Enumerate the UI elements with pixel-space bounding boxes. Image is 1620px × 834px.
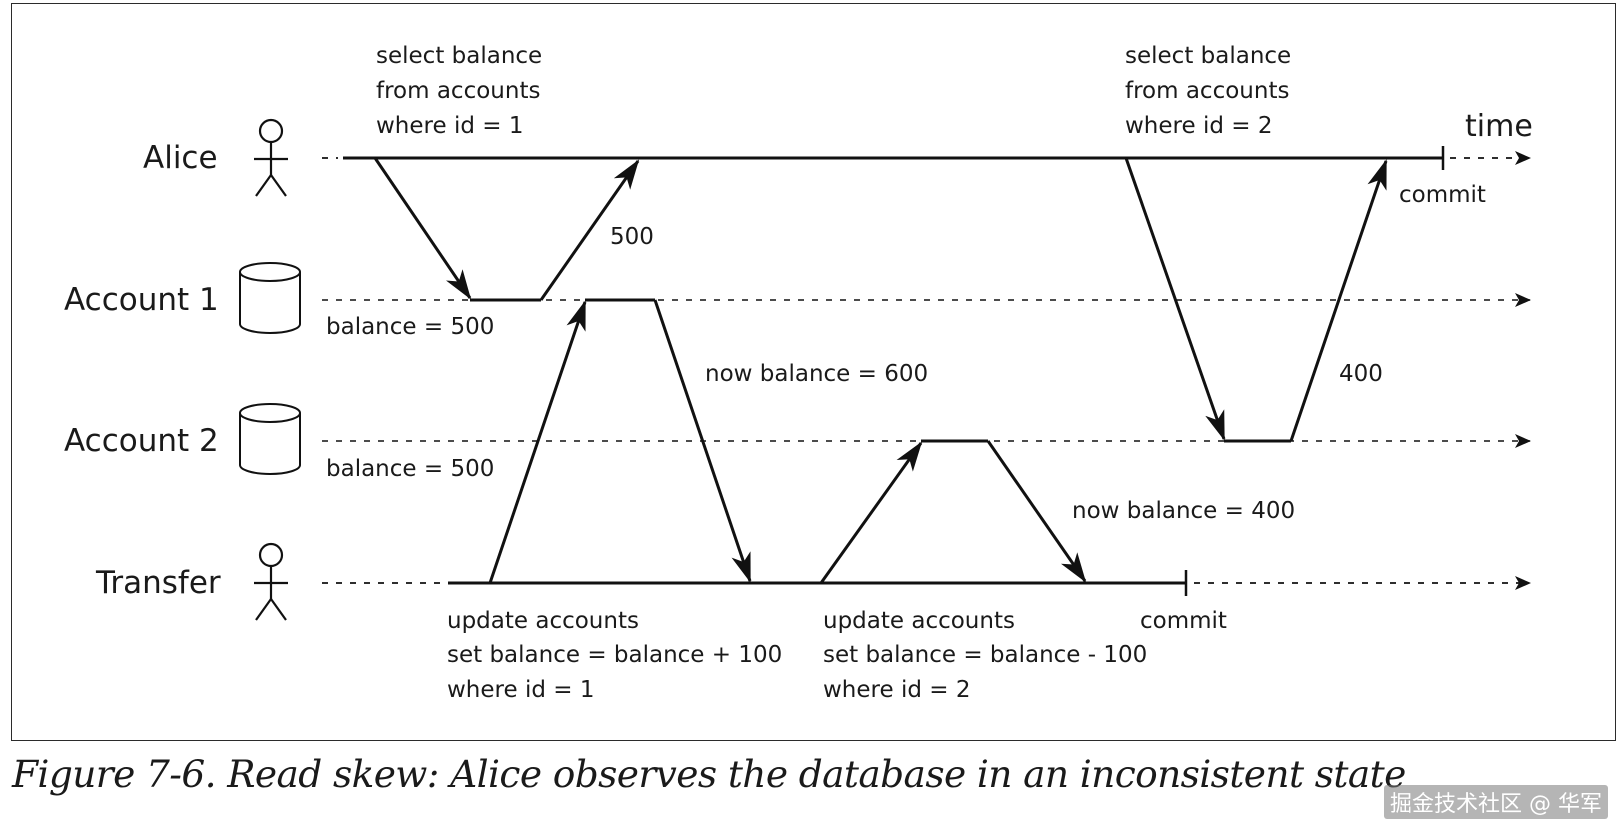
alice-query-1-line-1: select balance (376, 43, 542, 69)
transfer-update-2-line-3: where id = 2 (823, 677, 970, 703)
lane-label-account1: Account 1 (64, 282, 219, 318)
lane-label-alice: Alice (143, 140, 218, 176)
account2-database-icon (239, 403, 301, 475)
transfer-update-2-line-1: update accounts (823, 608, 1015, 634)
transfer-commit-label: commit (1140, 608, 1227, 634)
account1-database-icon (239, 262, 301, 334)
transfer-update-1: update accounts set balance = balance + … (447, 608, 782, 703)
account1-initial-balance: balance = 500 (326, 314, 494, 340)
transfer-timeline (322, 570, 1531, 596)
arrow-transfer-update-account1 (488, 300, 587, 584)
alice-query-2-line-2: from accounts (1125, 78, 1289, 104)
arrow-transfer-update-account2 (819, 441, 923, 584)
transfer-person-icon (254, 542, 288, 621)
arrow-account2-ack (986, 440, 1087, 583)
transfer-update-1-line-2: set balance = balance + 100 (447, 642, 782, 668)
account1-new-balance: now balance = 600 (705, 361, 928, 387)
message-arrows (373, 157, 1388, 584)
arrow-account1-ack (653, 299, 752, 583)
alice-query-1: select balance from accounts where id = … (376, 43, 542, 139)
alice-query-1-line-3: where id = 1 (376, 113, 523, 139)
alice-person-icon (254, 118, 288, 197)
alice-timeline (322, 146, 1531, 170)
alice-query-2-line-3: where id = 2 (1125, 113, 1272, 139)
arrow-alice-read-account1 (373, 157, 472, 300)
transfer-update-1-line-1: update accounts (447, 608, 639, 634)
transfer-update-2-line-2: set balance = balance - 100 (823, 642, 1147, 668)
alice-query-2-line-1: select balance (1125, 43, 1291, 69)
account2-new-balance: now balance = 400 (1072, 498, 1295, 524)
transfer-update-1-line-3: where id = 1 (447, 677, 594, 703)
transfer-update-2: update accounts set balance = balance - … (823, 608, 1147, 703)
alice-query-1-line-2: from accounts (376, 78, 540, 104)
lane-label-transfer: Transfer (95, 565, 221, 601)
alice-commit-label: commit (1399, 182, 1486, 208)
alice-query-2: select balance from accounts where id = … (1125, 43, 1291, 139)
arrow-account1-reply-500 (539, 159, 640, 301)
arrow-alice-read-account2 (1124, 157, 1226, 441)
time-axis-label: time (1465, 109, 1533, 144)
watermark: 掘金技术社区 @ 华军 (1384, 785, 1608, 819)
account2-initial-balance: balance = 500 (326, 456, 494, 482)
sequence-diagram: Alice Account 1 Account 2 Transfer (64, 43, 1533, 703)
lane-label-account2: Account 2 (64, 423, 219, 459)
arrow-account2-reply-400 (1289, 159, 1388, 442)
alice-reply-1-value: 500 (610, 224, 654, 250)
figure-caption: Figure 7-6. Read skew: Alice observes th… (12, 752, 1406, 796)
diagram-frame (11, 3, 1616, 741)
alice-reply-2-value: 400 (1339, 361, 1383, 387)
